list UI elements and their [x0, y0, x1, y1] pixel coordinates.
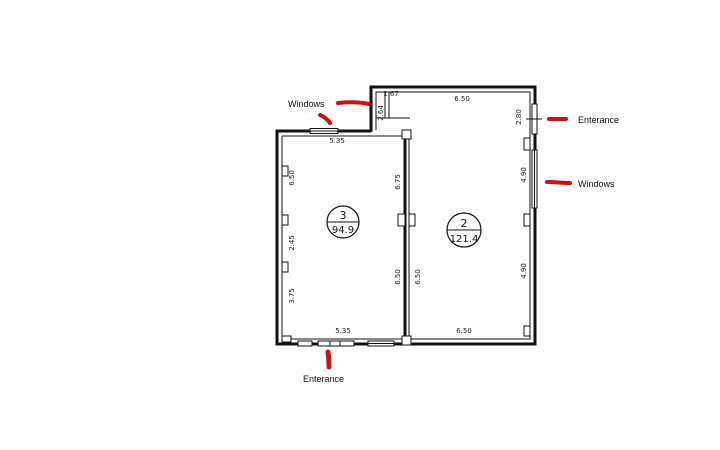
column-r3-corner: [281, 335, 292, 343]
room2-right-wall-fill: [533, 86, 536, 345]
dim-room2-top: 6.50: [454, 95, 470, 103]
annotation-windows-top: Windows: [288, 99, 325, 109]
dim-room3-right-upper: 6.75: [394, 174, 402, 190]
window-room3-bottom-left: [297, 340, 313, 347]
dim-room2-left: 6.50: [414, 269, 422, 285]
room-area: 94.9: [332, 225, 354, 236]
room-area: 121.4: [450, 234, 479, 245]
room3-left-wall-fill: [276, 130, 279, 345]
column-r3-left-3: [281, 261, 289, 273]
marker-windows-right: [545, 180, 572, 185]
column-r2-left: [408, 213, 416, 227]
column-r3-left-1: [281, 165, 289, 177]
room-marker-2: 2 121.4: [446, 212, 482, 248]
openings: [297, 103, 542, 347]
marker-entrance-bottom: [325, 349, 332, 370]
dim-room3-left-lower: 3.75: [288, 288, 296, 304]
column-r2-right-2: [523, 213, 531, 227]
corridor-left-wall-fill: [370, 86, 373, 132]
dim-corridor-top: 1.67: [383, 90, 399, 98]
dim-room2-right-lower: 4.90: [520, 263, 528, 279]
room-number: 2: [461, 217, 468, 230]
dim-room3-left-middle: 2.45: [288, 235, 296, 251]
corridor-top-wall-fill: [370, 86, 536, 89]
dim-room3-bottom: 5.35: [335, 327, 351, 335]
corridor-inner-wall: [375, 91, 531, 340]
column-partition-bottom: [401, 335, 412, 346]
column-r2-right-1: [523, 137, 531, 151]
dim-room3-right-lower: 6.50: [394, 269, 402, 285]
dim-room2-bottom: 6.50: [456, 327, 472, 335]
annotation-windows-right: Windows: [578, 179, 615, 189]
door-room3-bottom: [317, 340, 355, 347]
column-r3-right-1: [397, 213, 406, 227]
annotation-entrance-bottom: Enterance: [303, 374, 344, 384]
annotation-entrance-right: Enterance: [578, 115, 619, 125]
dim-room3-left-upper: 6.50: [288, 170, 296, 186]
column-r2-right-3: [523, 325, 531, 337]
red-markers: [318, 100, 572, 370]
dim-room2-right-middle: 4.90: [520, 167, 528, 183]
column-partition-top: [401, 129, 412, 140]
room-marker-3: 3 94.9: [326, 205, 360, 239]
annotations: Windows Enterance Windows Enterance: [288, 99, 619, 384]
dim-corridor-side: 2.64: [377, 105, 385, 121]
dim-room3-top: 5.35: [329, 137, 345, 145]
column-r3-left-2: [281, 214, 289, 226]
wall-fills: [276, 86, 536, 345]
room-number: 3: [340, 209, 347, 222]
dimension-labels: 5.35 5.35 6.50 2.45 3.75 6.75 6.50 6.50 …: [288, 90, 528, 335]
corridor-outer-wall: [369, 85, 537, 346]
partition-fill: [404, 130, 407, 345]
columns: [281, 129, 531, 346]
marker-windows-top-small: [318, 113, 332, 125]
dim-room2-right-top: 2.80: [515, 109, 523, 125]
marker-windows-top: [336, 100, 371, 106]
